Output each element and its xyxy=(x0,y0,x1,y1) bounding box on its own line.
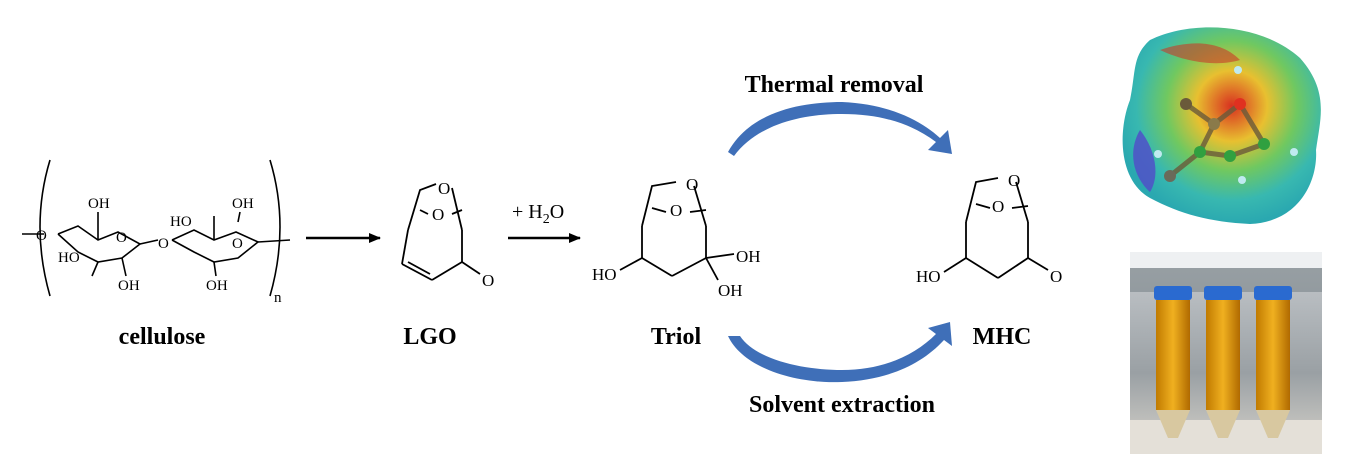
triol-structure xyxy=(619,181,735,281)
triol-bridge-o-2: O xyxy=(670,201,682,220)
cellulose-ring-o-2: O xyxy=(232,236,243,252)
cellulose-label: cellulose xyxy=(119,324,206,350)
mhc-label: MHC xyxy=(973,324,1032,350)
cellulose-o-left: O xyxy=(36,228,47,244)
mhc-bridge-o-1: O xyxy=(1008,171,1020,190)
cellulose-structure xyxy=(22,159,291,297)
mhc-structure xyxy=(943,177,1049,279)
cellulose-ring-o-1: O xyxy=(116,230,127,246)
lgo-bridge-o-2: O xyxy=(432,205,444,224)
cellulose-repeat-n: n xyxy=(274,290,282,306)
lgo-structure xyxy=(401,183,481,281)
route-bottom-label: Solvent extraction xyxy=(749,392,935,418)
triol-bridge-o-1: O xyxy=(686,175,698,194)
triol-label: Triol xyxy=(651,324,702,350)
triol-ho: HO xyxy=(592,265,617,284)
lgo-label: LGO xyxy=(403,324,456,350)
vials-photo xyxy=(1130,252,1322,454)
cellulose-o-bridge: O xyxy=(158,236,169,252)
route-bottom-arrow xyxy=(728,322,952,383)
esp-surface-image xyxy=(1122,27,1321,224)
left-bracket xyxy=(39,159,51,297)
route-top-arrow xyxy=(728,102,952,156)
lgo-bridge-o-1: O xyxy=(438,179,450,198)
right-bracket xyxy=(269,159,281,297)
cellulose-ho-1: HO xyxy=(58,250,80,266)
mhc-bridge-o-2: O xyxy=(992,197,1004,216)
cellulose-oh-top-1: OH xyxy=(88,196,110,212)
cellulose-oh-1: OH xyxy=(118,278,140,294)
cellulose-oh-top-2: OH xyxy=(232,196,254,212)
cellulose-oh-2: OH xyxy=(206,278,228,294)
route-top-label: Thermal removal xyxy=(745,72,924,98)
mhc-carbonyl-o: O xyxy=(1050,267,1062,286)
triol-oh-2: OH xyxy=(718,281,743,300)
mhc-ho: HO xyxy=(916,267,941,286)
hydration-reagent: + H2O xyxy=(512,201,564,227)
lgo-carbonyl-o: O xyxy=(482,271,494,290)
cellulose-ho-2: HO xyxy=(170,214,192,230)
triol-oh-1: OH xyxy=(736,247,761,266)
